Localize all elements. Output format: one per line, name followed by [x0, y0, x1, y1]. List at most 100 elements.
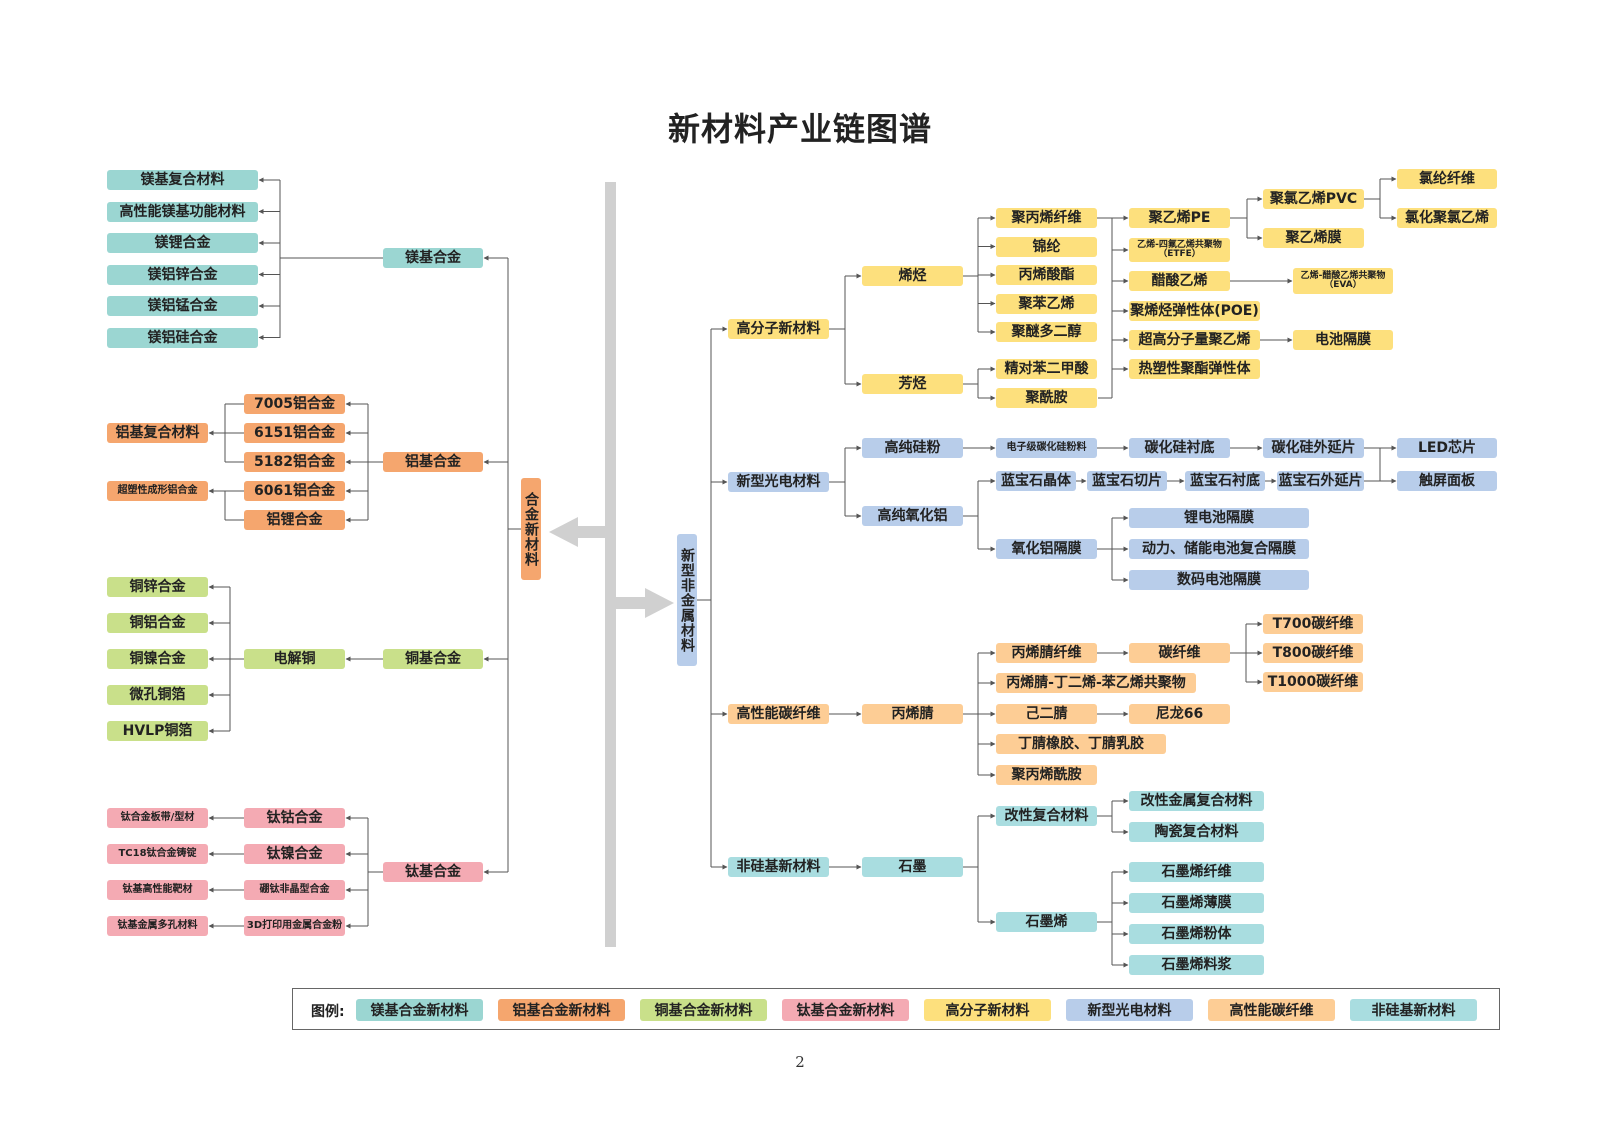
node-poly-cpvc: 氯化聚氯乙烯	[1397, 208, 1497, 228]
node-cu-mid: 电解铜	[244, 649, 345, 669]
node-mg-items-0: 镁基复合材料	[107, 170, 258, 190]
node-cf-grades-0: T700碳纤维	[1263, 614, 1363, 634]
center-divider-bar	[605, 182, 616, 947]
node-cu-items-0: 铜锌合金	[107, 577, 208, 597]
node-poly-olefin-items-3: 聚苯乙烯	[996, 293, 1097, 314]
node-cu-items-1: 铜铝合金	[107, 613, 208, 633]
node-mg-items-5: 镁铝硅合金	[107, 327, 258, 348]
node-ti-left-3: 钛基金属多孔材料	[107, 916, 208, 936]
node-ns-graphene-items-2: 石墨烯粉体	[1129, 924, 1264, 944]
node-ti-mid-1: 钛镍合金	[244, 844, 345, 864]
node-cf-carbon-fiber: 碳纤维	[1129, 643, 1230, 663]
node-opto-al-film: 氧化铝隔膜	[996, 539, 1097, 559]
node-poly-etfe: 乙烯-四氟乙烯共聚物（ETFE）	[1129, 238, 1230, 262]
node-poly-vac: 醋酸乙烯	[1129, 271, 1230, 291]
center-spine	[549, 182, 674, 947]
node-opto-sic-epi: 碳化硅外延片	[1263, 438, 1364, 458]
node-poly-chlorine-fiber: 氯纶纤维	[1397, 169, 1497, 189]
node-al-hub: 铝基合金	[383, 452, 483, 472]
node-al-left-1: 超塑性成形铝合金	[107, 481, 208, 501]
node-alloy-root: 合金新材料	[521, 478, 541, 580]
node-poly-pvc: 聚氯乙烯PVC	[1263, 189, 1364, 209]
legend-item: 铝基合金新材料	[498, 999, 625, 1021]
node-opto-films-1: 动力、储能电池复合隔膜	[1129, 539, 1309, 559]
node-opto-sapphire-cut: 蓝宝石切片	[1087, 471, 1167, 491]
left-arrow-shape	[549, 517, 605, 547]
node-al-mid-0: 7005铝合金	[244, 394, 345, 414]
node-cf-items-4: 聚丙烯酰胺	[996, 765, 1097, 785]
node-mg-items-4: 镁铝锰合金	[107, 296, 258, 316]
node-cf-items-3: 丁腈橡胶、丁腈乳胶	[996, 734, 1166, 754]
node-ns-composite-items-0: 改性金属复合材料	[1129, 791, 1264, 811]
node-cf-items-2: 己二腈	[996, 704, 1097, 724]
legend-item: 高性能碳纤维	[1208, 999, 1335, 1021]
connector-lines	[208, 176, 1397, 968]
node-opto-touch: 触屏面板	[1397, 471, 1497, 491]
node-cu-items-4: HVLP铜箔	[107, 721, 208, 741]
node-mg-items-1: 高性能镁基功能材料	[107, 201, 258, 222]
node-ns-graphene-items-0: 石墨烯纤维	[1129, 862, 1264, 882]
legend: 图例: 镁基合金新材料 铝基合金新材料 铜基合金新材料 钛基合金新材料 高分子新…	[292, 988, 1500, 1030]
node-ti-hub: 钛基合金	[383, 862, 483, 882]
node-ti-mid-0: 钛钴合金	[244, 808, 345, 828]
node-opto-led: LED芯片	[1397, 438, 1497, 458]
node-cf-grades-1: T800碳纤维	[1263, 643, 1363, 663]
node-cf-acn: 丙烯腈	[862, 704, 963, 724]
node-opto-alumina: 高纯氧化铝	[862, 506, 963, 526]
node-ns-graphene-items-3: 石墨烯料浆	[1129, 955, 1264, 975]
legend-label: 图例:	[311, 1004, 345, 1020]
node-mg-items-3: 镁铝锌合金	[107, 264, 258, 285]
legend-item: 高分子新材料	[924, 999, 1051, 1021]
node-poly-olefin-items-4: 聚醚多二醇	[996, 322, 1097, 342]
node-mg-items-2: 镁锂合金	[107, 233, 258, 253]
node-opto-films-2: 数码电池隔膜	[1129, 570, 1309, 590]
node-opto-films-0: 锂电池隔膜	[1129, 508, 1309, 528]
legend-item: 铜基合金新材料	[640, 999, 767, 1021]
node-cf-items-0: 丙烯腈纤维	[996, 643, 1097, 663]
node-opto-si-powder: 高纯硅粉	[862, 438, 963, 458]
node-cf-grades-2: T1000碳纤维	[1263, 672, 1363, 692]
node-poly-eva: 乙烯-醋酸乙烯共聚物（EVA）	[1293, 268, 1393, 294]
node-ns-composite: 改性复合材料	[996, 806, 1097, 826]
node-ti-left-0: 钛合金板带/型材	[107, 808, 208, 828]
node-opto-sic-powder: 电子级碳化硅粉料	[996, 438, 1097, 458]
page-number: 2	[795, 1053, 805, 1071]
node-cf-hub: 高性能碳纤维	[728, 704, 829, 724]
node-ns-graphite: 石墨	[862, 857, 963, 877]
node-mg-hub: 镁基合金	[383, 248, 483, 268]
node-al-mid-4: 铝锂合金	[244, 510, 345, 530]
node-poly-olefin-items-1: 锦纶	[996, 236, 1097, 257]
node-al-mid-2: 5182铝合金	[244, 452, 345, 472]
legend-item: 新型光电材料	[1066, 999, 1193, 1021]
page-title: 新材料产业链图谱	[667, 110, 932, 148]
node-poly-aromatic-items-0: 精对苯二甲酸	[996, 359, 1097, 379]
node-poly-pe: 聚乙烯PE	[1129, 208, 1230, 228]
node-ti-mid-2: 硼钛非晶型合金	[244, 880, 345, 900]
node-poly-olefin-items-2: 丙烯酸酯	[996, 265, 1097, 285]
node-ns-graphene-items-1: 石墨烯薄膜	[1129, 893, 1264, 913]
node-cu-hub: 铜基合金	[383, 649, 483, 669]
node-opto-sapphire-epi: 蓝宝石外延片	[1277, 471, 1364, 491]
node-ns-hub: 非硅基新材料	[728, 857, 829, 877]
node-poly-uhmwpe: 超高分子量聚乙烯	[1129, 330, 1260, 350]
legend-item: 非硅基新材料	[1350, 999, 1477, 1021]
node-al-mid-1: 6151铝合金	[244, 423, 345, 443]
node-opto-sic-sub: 碳化硅衬底	[1129, 438, 1230, 458]
node-cu-items-2: 铜镍合金	[107, 649, 208, 669]
node-cf-nylon: 尼龙66	[1129, 704, 1230, 724]
node-poly-olefin-items-0: 聚丙烯纤维	[996, 208, 1097, 228]
node-opto-sapphire-sub: 蓝宝石衬底	[1185, 471, 1265, 491]
node-nonmetal-root: 新型非金属材料	[677, 534, 697, 666]
node-poly-tpee: 热塑性聚酯弹性体	[1129, 359, 1260, 379]
node-ns-graphene: 石墨烯	[996, 912, 1097, 932]
node-ti-left-1: TC18钛合金铸锭	[107, 844, 208, 864]
node-poly-aromatic: 芳烃	[862, 374, 963, 394]
node-opto-hub: 新型光电材料	[728, 472, 829, 492]
node-ns-composite-items-1: 陶瓷复合材料	[1129, 822, 1264, 842]
node-poly-pe-film: 聚乙烯膜	[1263, 228, 1364, 248]
node-ti-left-2: 钛基高性能靶材	[107, 880, 208, 900]
node-poly-hub: 高分子新材料	[728, 319, 829, 339]
node-poly-olefin: 烯烃	[862, 266, 963, 286]
node-poly-aromatic-items-1: 聚酰胺	[996, 388, 1097, 408]
